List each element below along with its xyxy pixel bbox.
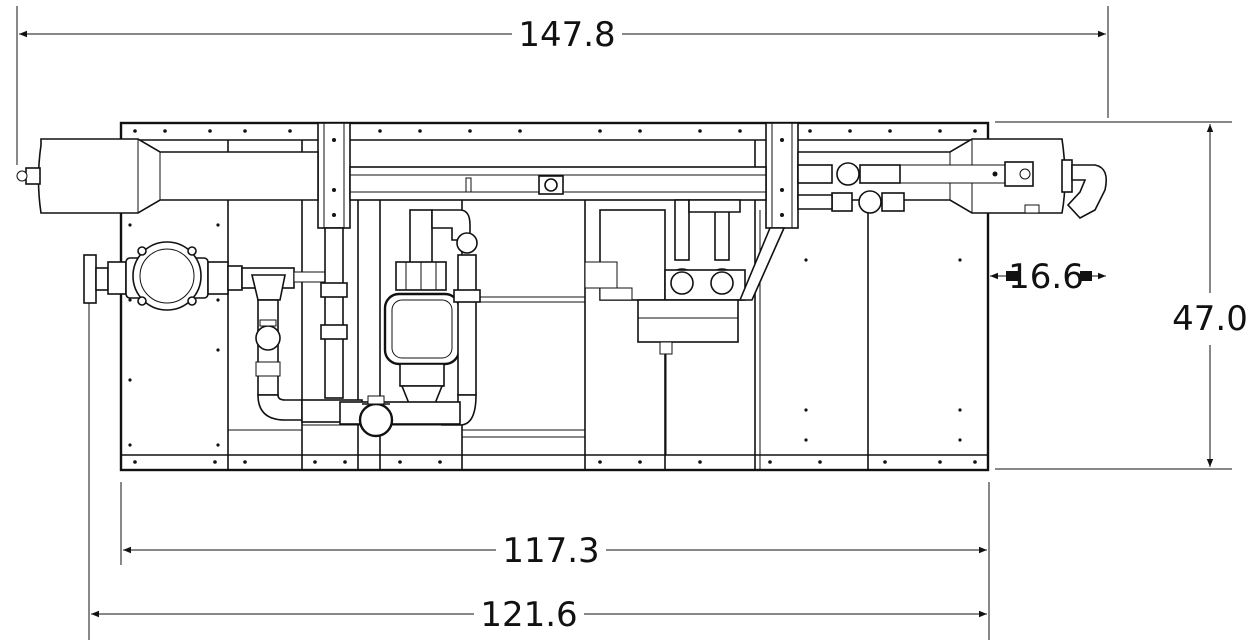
pressure-vessel-left: [16, 138, 319, 214]
dimension-base-width: 121.6: [88, 300, 990, 640]
dimension-offset-right: 16.6: [990, 257, 1106, 297]
dimension-label-height: 47.0: [1172, 299, 1248, 339]
support-post-left: [317, 122, 351, 229]
bottom-manifold: [339, 395, 461, 438]
pump: [383, 209, 481, 426]
dimension-label-offset-right: 16.6: [1008, 257, 1084, 297]
dimension-label-frame-width: 117.3: [502, 531, 599, 571]
inlet-valve-assembly: [83, 241, 331, 311]
header-beam: [349, 166, 767, 201]
left-down-pipe: [250, 274, 303, 421]
dimension-overall-width: 147.8: [16, 6, 1109, 165]
valve-assembly-right-top: [797, 162, 905, 214]
dimension-label-overall-width: 147.8: [518, 15, 615, 55]
control-valve-assembly: [584, 199, 786, 455]
support-post-right: [765, 122, 799, 229]
dimension-frame-width: 117.3: [120, 482, 990, 571]
dimension-height: 47.0: [995, 121, 1248, 470]
dimension-label-base-width: 121.6: [480, 595, 577, 635]
